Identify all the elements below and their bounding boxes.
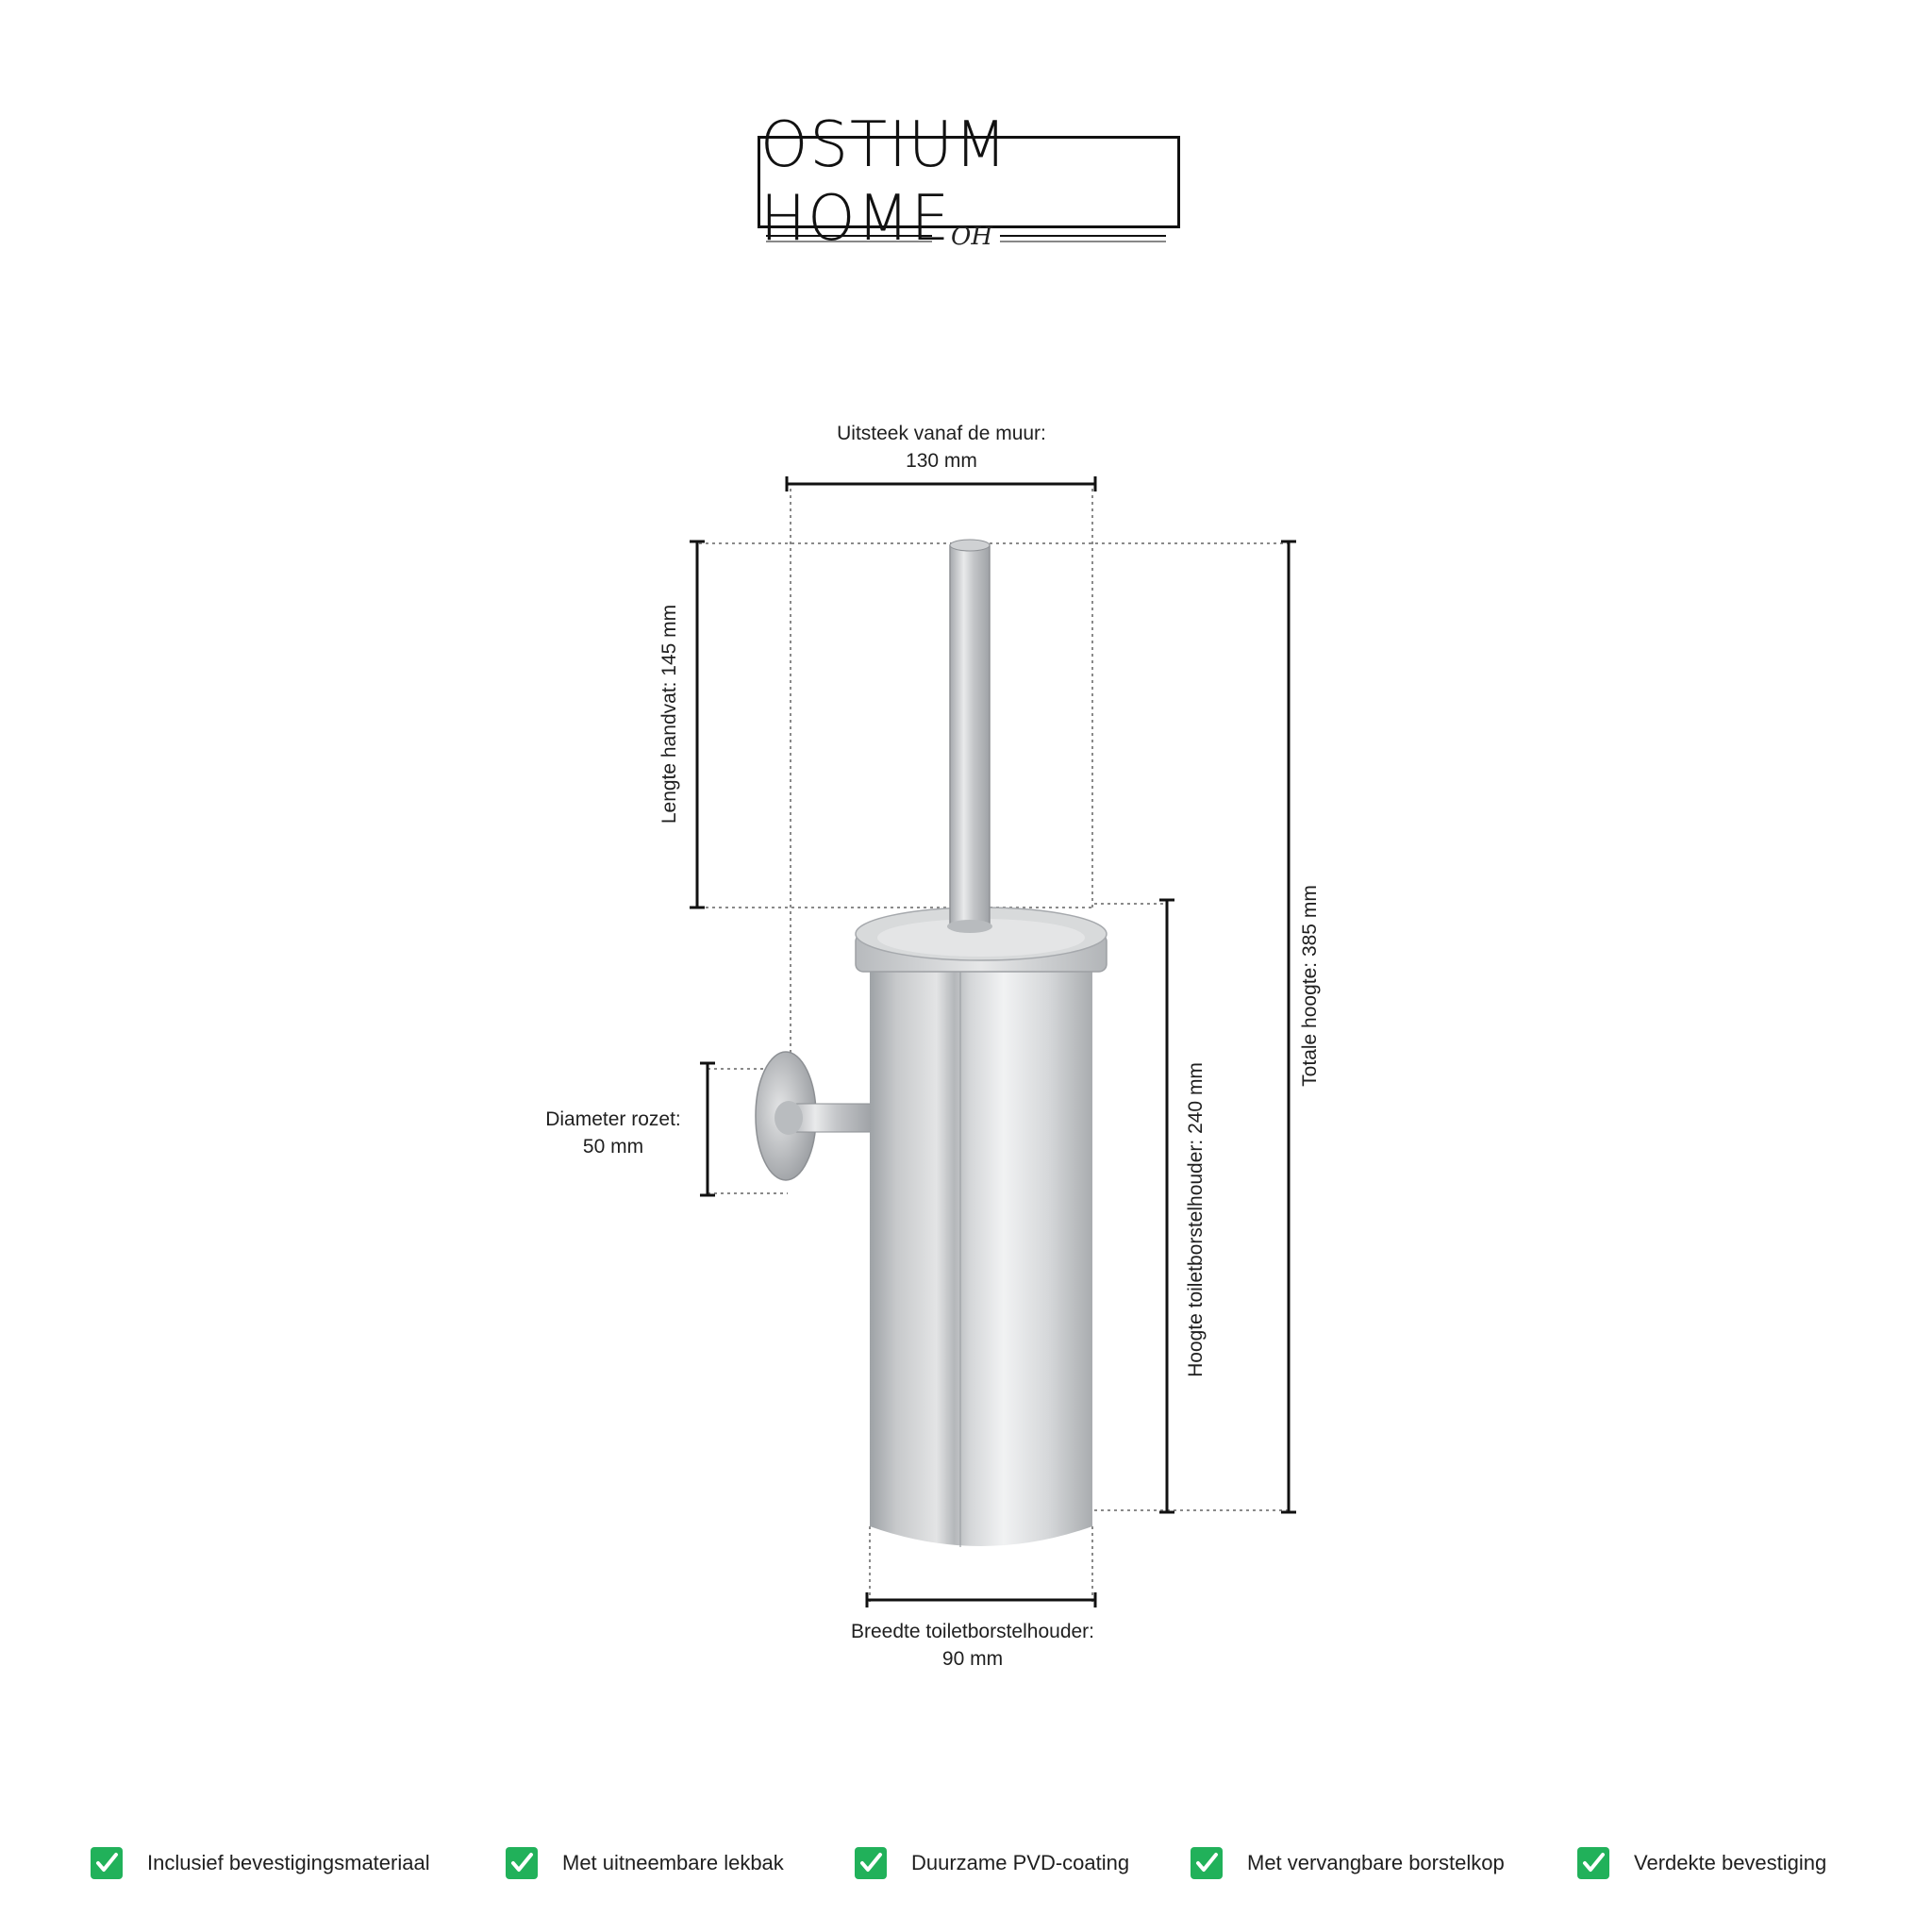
check-icon [855,1847,887,1879]
protrusion-label-text: Uitsteek vanaf de muur: [837,423,1046,444]
feature-text: Verdekte bevestiging [1634,1851,1827,1874]
check-icon [1191,1847,1223,1879]
check-icon [506,1847,538,1879]
feature-item: Inclusief bevestigingsmateriaal [91,1842,430,1884]
brush-handle [947,539,992,933]
dimension-lines [690,476,1296,1607]
feature-text: Inclusief bevestigingsmateriaal [147,1851,430,1874]
wall-rosette [755,1051,873,1181]
handle-length-label: Lengte handvat: 145 mm [658,604,680,824]
feature-item: Met vervangbare borstelkop [1191,1842,1505,1884]
rosette-diameter-text: Diameter rozet: [545,1108,681,1130]
feature-text: Met vervangbare borstelkop [1247,1851,1505,1874]
check-icon [91,1847,123,1879]
feature-text: Met uitneembare lekbak [562,1851,784,1874]
holder-width-text: Breedte toiletborstelhouder: [851,1621,1094,1642]
feature-list: Inclusief bevestigingsmateriaal Met uitn… [91,1842,1883,1884]
protrusion-label: Uitsteek vanaf de muur: 130 mm [781,420,1102,475]
total-height-label: Totale hoogte: 385 mm [1299,885,1321,1087]
brush-holder-lid [855,907,1108,973]
brush-holder-body [870,943,1092,1547]
rosette-diameter-value: 50 mm [582,1136,644,1158]
brand-monogram: OH [951,223,992,251]
check-icon [1577,1847,1609,1879]
protrusion-value: 130 mm [906,450,977,472]
holder-width-label: Breedte toiletborstelhouder: 90 mm [803,1618,1142,1673]
brand-underline [766,235,1166,242]
rosette-diameter-label: Diameter rozet: 50 mm [491,1106,736,1160]
holder-height-label: Hoogte toiletborstelhouder: 240 mm [1185,1062,1207,1377]
feature-item: Verdekte bevestiging [1577,1842,1826,1884]
brand-logo: OSTIUM HOME [758,108,1180,256]
feature-item: Met uitneembare lekbak [506,1842,784,1884]
holder-width-value: 90 mm [941,1648,1004,1670]
brand-name: OSTIUM HOME [760,108,1009,256]
feature-text: Duurzame PVD-coating [911,1851,1130,1874]
feature-item: Duurzame PVD-coating [855,1842,1129,1884]
